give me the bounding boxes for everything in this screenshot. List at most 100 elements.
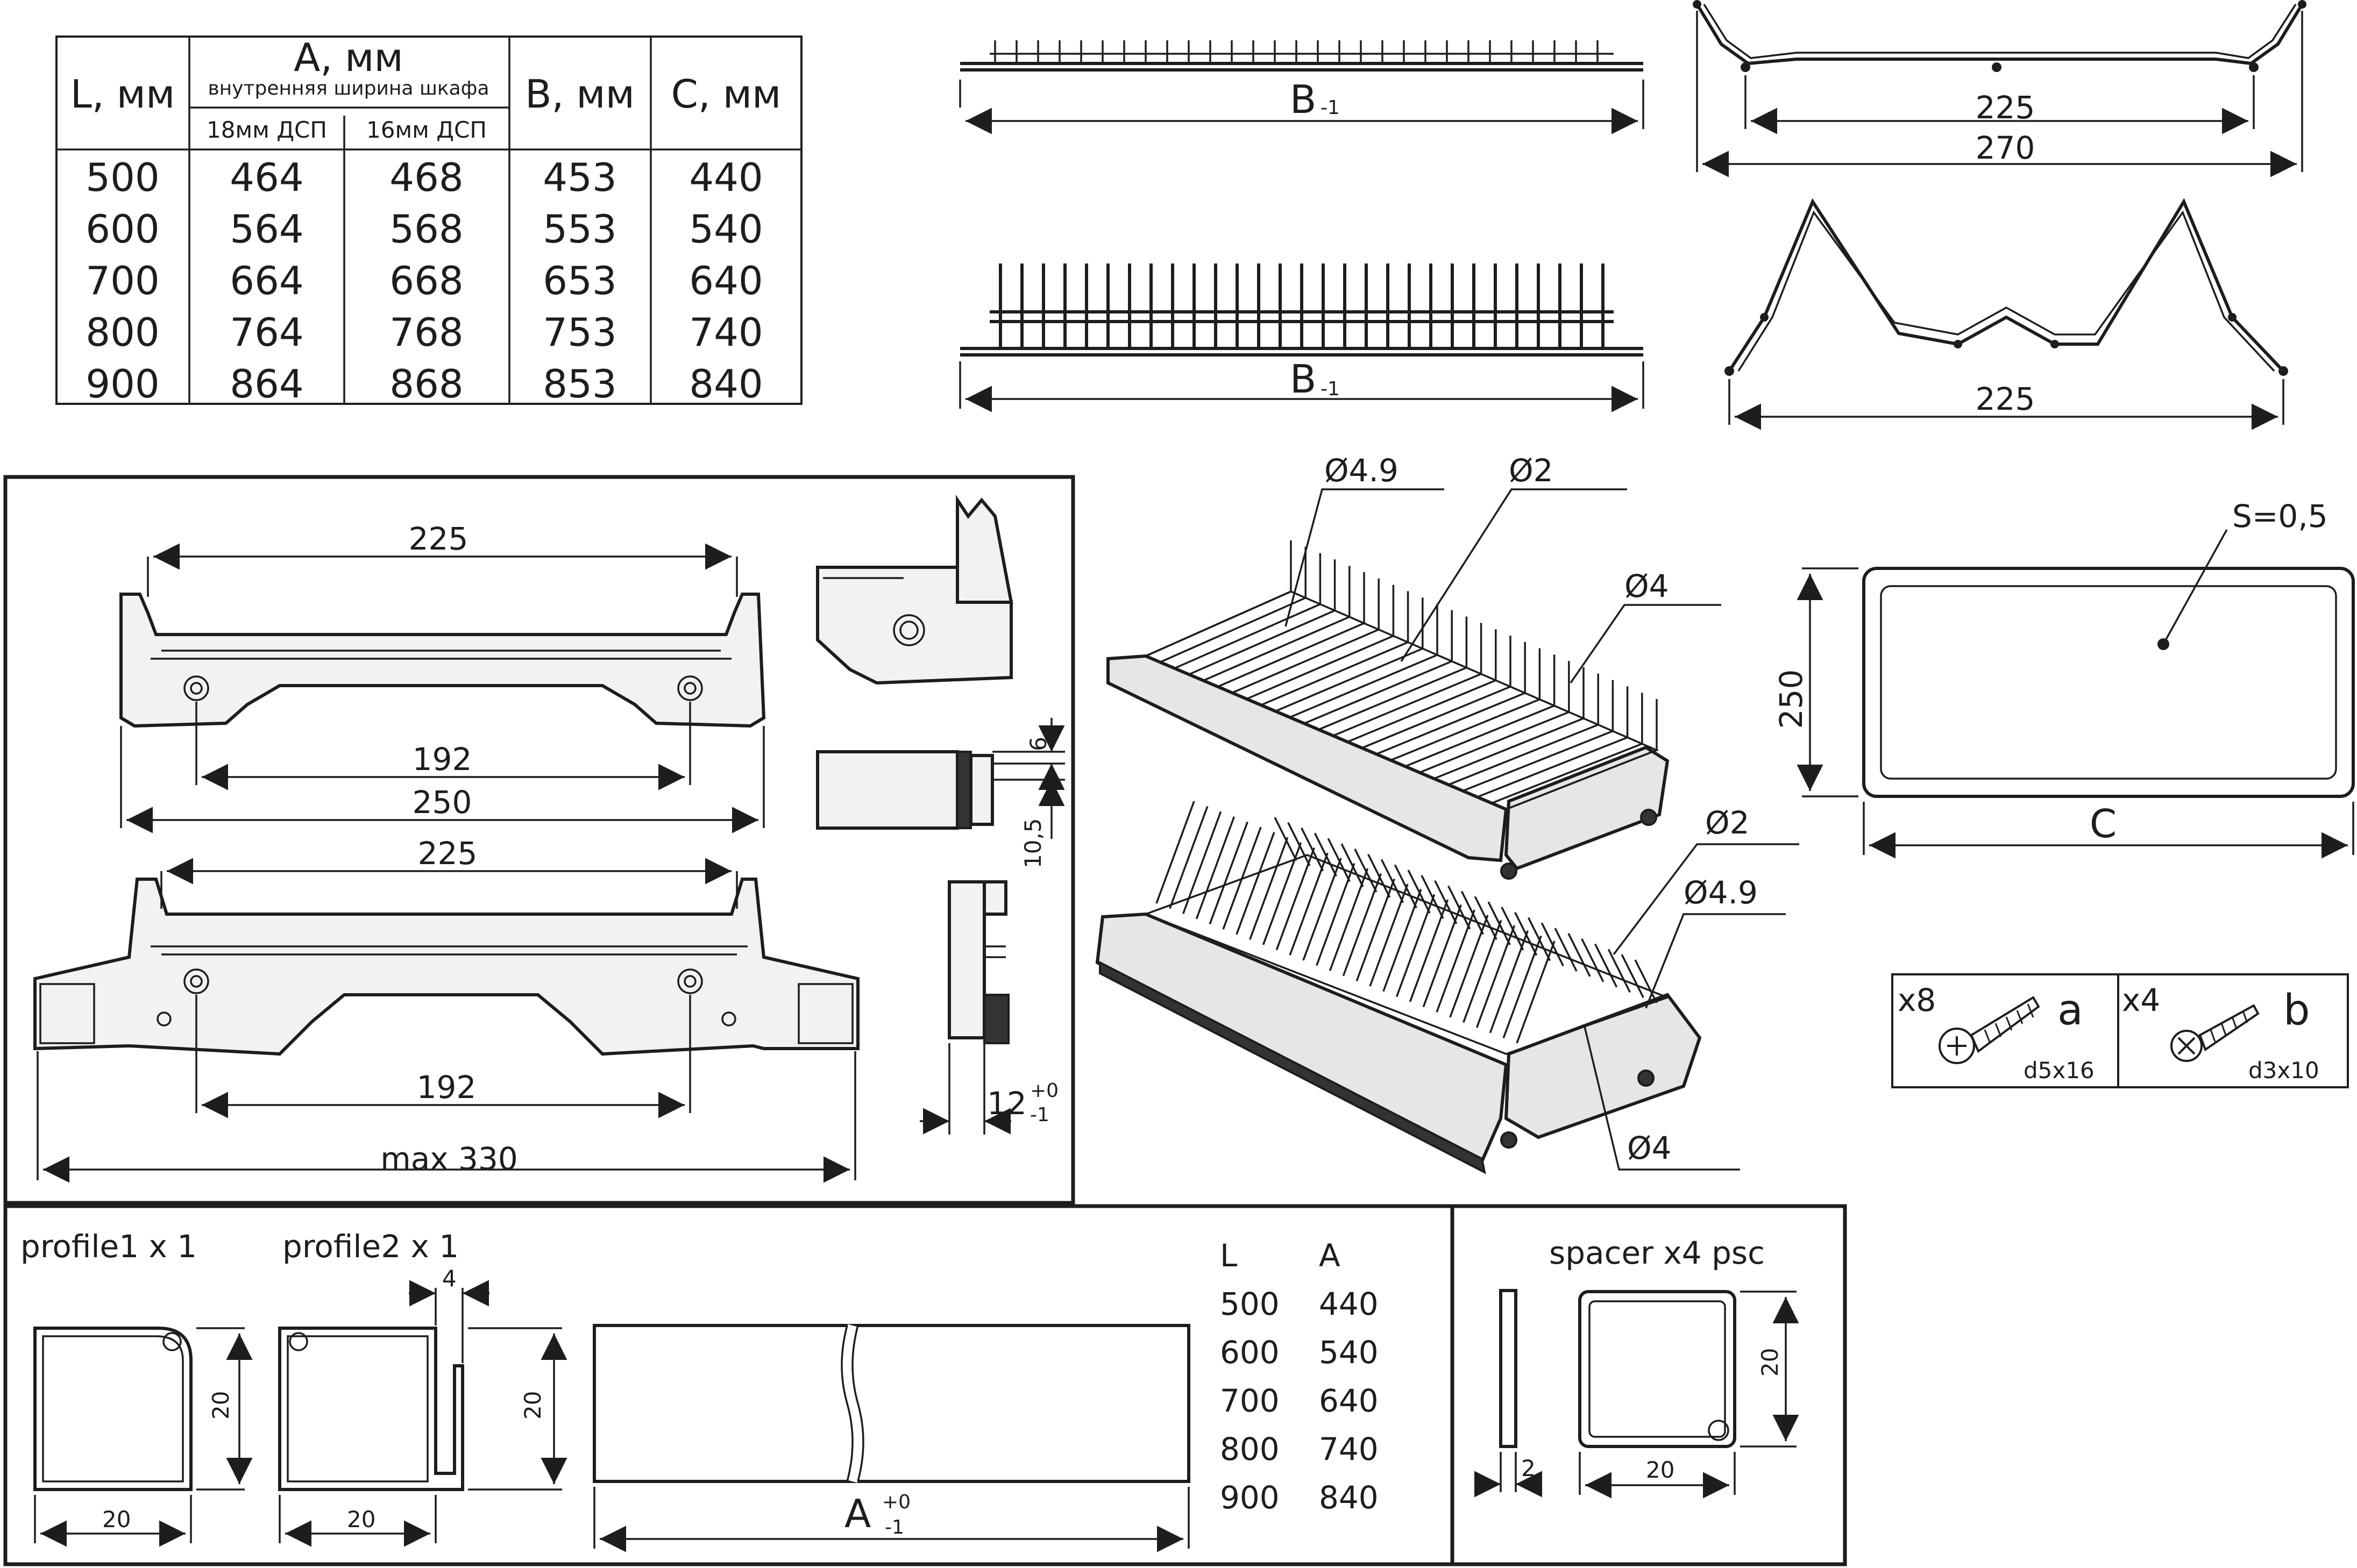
table-cell: 668 [389,258,463,303]
rack-wire [1145,590,1291,657]
table-cell: 900 [86,361,159,407]
table-cell: 653 [543,258,616,303]
profile2-dim-height: 20 [520,1391,546,1420]
rack-wire [1361,686,1511,749]
diameter-callouts: Ø4.9 Ø2 Ø4 Ø2 Ø4.9 Ø4 [1284,452,1799,1171]
rack-wire [1491,743,1643,804]
rack-wire [1217,622,1365,688]
la-cell: 600 [1220,1334,1280,1371]
rack-wire [1274,817,1297,861]
rack-wire [1621,954,1644,998]
rack-wire [1380,859,1404,903]
table-cell: 553 [543,206,616,252]
rack-wire [1421,875,1444,919]
table-header-b: B, мм [525,72,635,117]
table-cell: 740 [689,310,763,355]
spacer-dim-height: 20 [1757,1348,1783,1377]
table-header-a16: 16мм ДСП [366,117,487,143]
rack-wire [1347,679,1496,743]
size-table: L, мм A, мм внутренняя ширина шкафа 18мм… [55,35,803,407]
table-cell: 640 [689,258,763,303]
rack-wire [1169,806,1209,909]
table-cell: 468 [389,155,463,200]
dim-192-upper: 192 [413,741,472,778]
la-cell: 900 [1220,1479,1280,1516]
rack-wire [1594,943,1618,988]
dim-225-bracket-upper: 225 [409,521,468,557]
rack-wire [1434,880,1458,924]
rack-wire [1246,635,1394,700]
la-cell: 640 [1319,1382,1379,1419]
callout-d49-upper: Ø4.9 [1324,452,1398,489]
rack-wire [1449,915,1489,1018]
rack-wire [1160,597,1306,664]
la-header-a: A [1319,1237,1340,1274]
rack-wire [1262,842,1302,945]
rack-wire [1304,660,1452,725]
table-cell: 864 [230,361,303,407]
long-profile-tol-plus: +0 [882,1491,911,1513]
screw-a-qty: x8 [1898,982,1936,1018]
rack-wire [1174,603,1321,669]
rack-wire [1462,730,1614,792]
dim-b-upper-sub: -1 [1321,97,1340,119]
la-cell: 540 [1319,1334,1379,1371]
table-header-a-sub: внутренняя ширина шкафа [208,77,489,99]
rack-wire [1340,843,1364,887]
rack-3d-upper [1106,540,1670,880]
table-cell: 600 [86,206,159,252]
profile1-label: profile1 x 1 [20,1228,197,1265]
rack-wire [1316,863,1355,966]
callout-d49-lower: Ø4.9 [1684,874,1758,911]
screw-b-size: d3x10 [2248,1057,2319,1084]
callout-d2-upper: Ø2 [1509,452,1553,489]
rack-wire [1475,925,1516,1028]
rack-wire [1433,717,1584,780]
dim-225-bracket-lower: 225 [418,835,478,872]
rack-wire [1209,821,1248,925]
rack-wire [1314,832,1338,877]
spacer-label: spacer x4 psc [1549,1235,1765,1271]
rack-wire [1554,928,1578,972]
profile1-dim-height: 20 [208,1391,234,1420]
rack-wire [1249,837,1289,940]
table-cell: 753 [543,310,616,355]
dim-10-5: 10,5 [1020,818,1046,868]
rack-wire [1396,894,1436,997]
rack-wire [1516,940,1556,1044]
screw-b-qty: x4 [2122,982,2160,1018]
rack-wire [1222,826,1262,930]
dim-192-lower: 192 [417,1069,477,1106]
dim-b-upper: B [1290,77,1316,122]
screw-a-size: d5x16 [2024,1057,2095,1084]
rack-wire [1327,838,1351,882]
dim-12: 12 [987,1085,1027,1122]
rack-wire [1369,883,1409,987]
rack-wire [1382,889,1422,992]
rack-wire [1342,873,1382,977]
dim-b-lower-sub: -1 [1321,378,1340,400]
table-cell: 540 [689,206,763,252]
rack-wire [1419,711,1570,774]
profile2-dim-width: 20 [347,1506,375,1533]
profiles-panel: profile1 x 1 profile2 x 1 20 20 4 20 20 [3,1204,1847,1566]
dim-6: 6 [1025,737,1052,751]
rack-wire [1489,930,1529,1034]
rack-wire [1634,959,1658,1003]
table-cell: 500 [86,155,159,200]
rack-wire [1476,736,1628,798]
table-cell: 564 [230,206,303,252]
callout-d2-lower: Ø2 [1705,804,1750,841]
tray-dim-250: 250 [1773,669,1809,729]
wire-profile-lower: 225 [1724,198,2288,430]
rack-wire [1376,692,1525,756]
rack-wire [1232,629,1379,694]
dim-12-tol-minus: -1 [1030,1104,1049,1126]
profile1-dim-width: 20 [102,1506,131,1533]
rack-wire [1607,949,1631,993]
rack-3d-lower [1095,801,1702,1174]
rack-wire [1275,647,1423,712]
